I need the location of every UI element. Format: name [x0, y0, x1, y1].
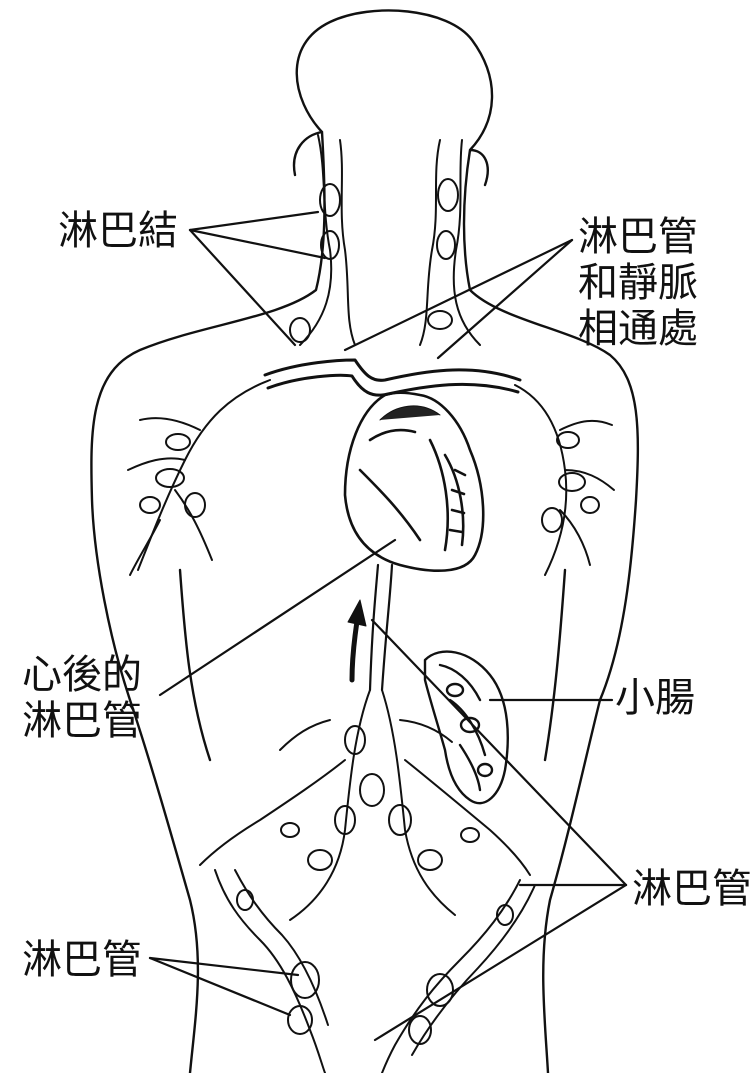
label-lymph-vessel-right: 淋巴管 — [632, 866, 750, 912]
label-vein-junction-line-3: 相通處 — [578, 306, 698, 352]
leader-junction-2 — [438, 240, 572, 358]
label-behind-heart-line-1: 心後的 — [22, 652, 142, 698]
abdominal-network — [200, 690, 530, 920]
label-vein-junction-line-1: 淋巴管 — [578, 214, 698, 260]
flow-arrow — [348, 600, 366, 680]
right-axillary-network — [515, 385, 614, 575]
arm-inner-right — [545, 570, 565, 760]
small-intestine — [425, 652, 508, 804]
label-small-intestine: 小腸 — [615, 675, 695, 721]
left-axillary-network — [128, 380, 270, 575]
label-vein-junction-line-2: 和靜脈 — [578, 260, 698, 306]
label-vein-junction: 淋巴管 和靜脈 相通處 — [578, 214, 698, 352]
label-behind-heart-line-2: 淋巴管 — [22, 698, 142, 744]
body-outline — [91, 10, 637, 1073]
thoracic-duct — [370, 565, 392, 690]
subclavian-vein — [265, 360, 520, 395]
leader-nodes-3 — [190, 230, 295, 345]
leader-vessel-right-3 — [375, 885, 626, 1040]
label-lymph-nodes: 淋巴結 — [58, 208, 178, 254]
label-lymph-vessel-left: 淋巴管 — [22, 937, 142, 983]
label-behind-heart: 心後的 淋巴管 — [22, 652, 142, 744]
heart — [345, 393, 483, 571]
leader-junction-1 — [345, 240, 572, 350]
neck-vessels — [290, 135, 480, 345]
leader-nodes-1 — [190, 212, 318, 230]
right-leg-vessels — [382, 880, 535, 1073]
